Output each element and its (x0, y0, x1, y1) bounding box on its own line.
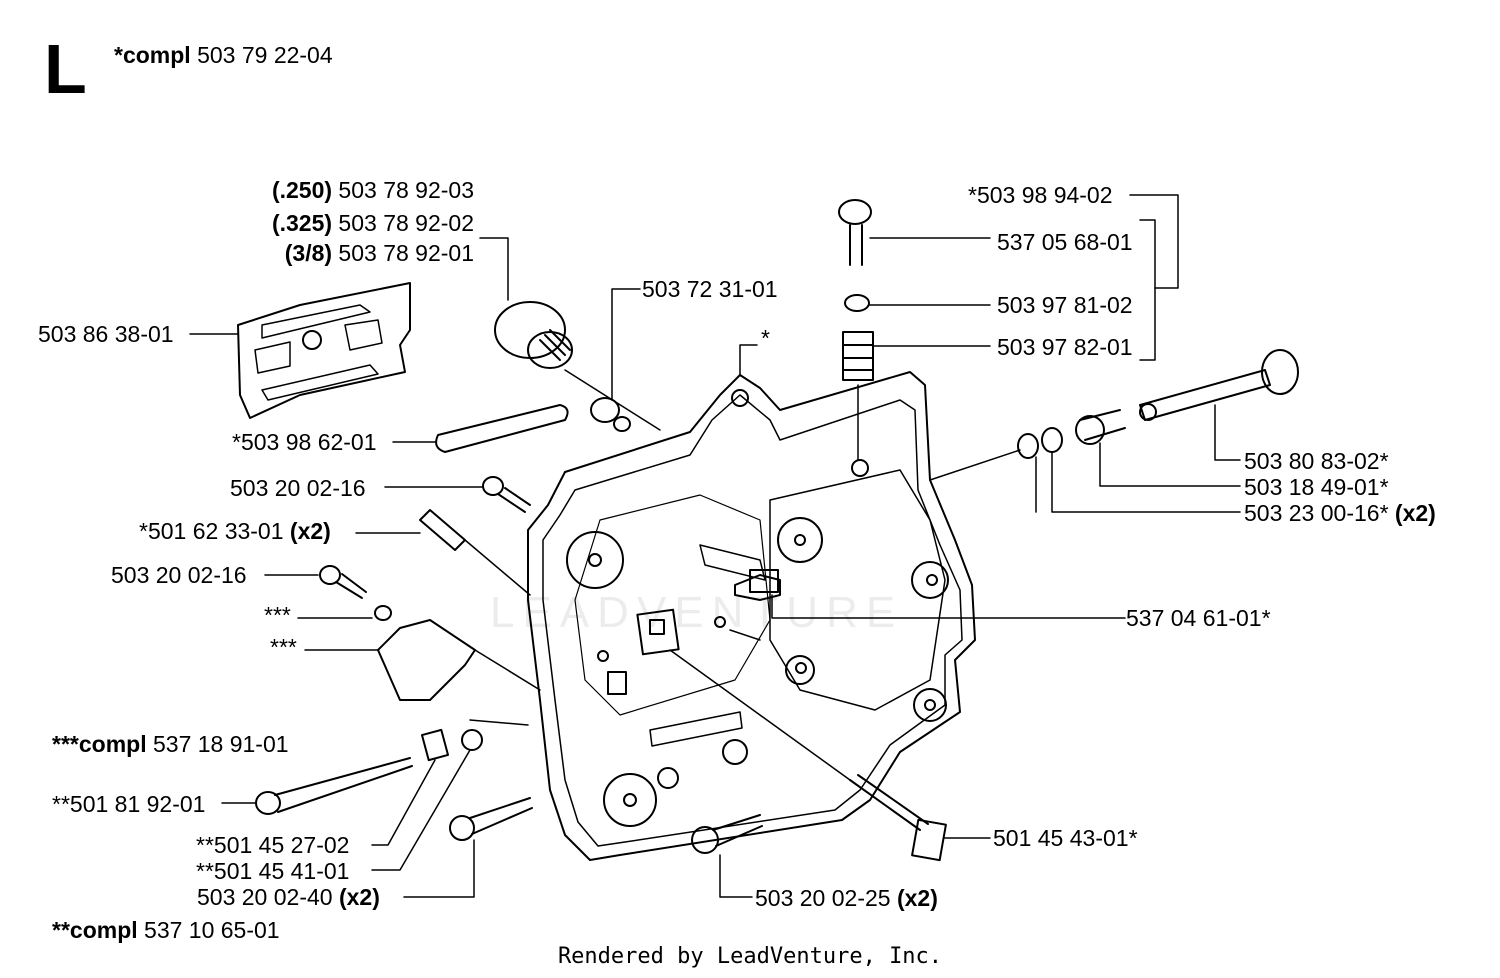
sleeve (419, 509, 466, 551)
part-label-503808302[interactable]: 503 80 83-02* (1244, 448, 1389, 474)
compl-label-537189101[interactable]: ***compl 537 18 91-01 (52, 731, 289, 757)
part-label-503230016[interactable]: 503 23 00-16* (x2) (1244, 500, 1436, 526)
part-label-503978102[interactable]: 503 97 81-02 (997, 292, 1133, 318)
screw-brake (849, 774, 947, 862)
part-label-503978201[interactable]: 503 97 82-01 (997, 334, 1133, 360)
oil-plug (494, 301, 573, 369)
screw-25 (691, 814, 763, 854)
part-label-503989402[interactable]: *503 98 94-02 (968, 182, 1113, 208)
part-label-star[interactable]: * (761, 325, 770, 351)
part-label-503200240[interactable]: 503 20 02-40 (x2) (197, 884, 380, 910)
screw-40 (449, 797, 533, 841)
nut (374, 605, 392, 621)
part-label-501623301[interactable]: *501 62 33-01 (x2) (139, 518, 331, 544)
part-label-537056801[interactable]: 537 05 68-01 (997, 229, 1133, 255)
part-label-503200216-upper[interactable]: 503 20 02-16 (230, 475, 366, 501)
clutch-cover (527, 371, 976, 861)
screw-upper (482, 476, 531, 513)
part-label-503184901[interactable]: 503 18 49-01* (1244, 474, 1389, 500)
chain-catcher (377, 619, 476, 701)
adjust-screw (255, 757, 413, 815)
compl-label-537106501[interactable]: **compl 537 10 65-01 (52, 917, 280, 943)
part-label-501819201[interactable]: **501 81 92-01 (52, 791, 206, 817)
pump-screw (838, 199, 874, 381)
section-compl-label: *compl 503 79 22-04 (114, 42, 333, 68)
part-label-triple-2[interactable]: *** (270, 634, 297, 660)
watermark: LEADVENTURE (490, 588, 904, 637)
part-label-501452702[interactable]: **501 45 27-02 (196, 832, 350, 858)
part-label-503200216-lower[interactable]: 503 20 02-16 (111, 562, 247, 588)
part-label-537046101[interactable]: 537 04 61-01* (1126, 605, 1271, 631)
part-label-503200225[interactable]: 503 20 02-25 (x2) (755, 885, 938, 911)
part-label-501454301[interactable]: 501 45 43-01* (993, 825, 1138, 851)
tensioner-bar (435, 404, 569, 453)
part-label-503986201[interactable]: *503 98 62-01 (232, 429, 377, 455)
part-label-503863801[interactable]: 503 86 38-01 (38, 321, 174, 347)
bushing (590, 397, 631, 432)
oil-pump-shaft (1017, 349, 1299, 459)
leader-lines (189, 194, 1241, 898)
clip (420, 728, 450, 762)
part-label-bar-38[interactable]: (3/8) 503 78 92-01 (284, 240, 474, 266)
screw-lower (319, 565, 367, 599)
pump-fitting (734, 574, 781, 601)
part-label-503723101[interactable]: 503 72 31-01 (642, 276, 778, 302)
adjust-nut (461, 729, 483, 751)
part-label-bar-250[interactable]: (.250) 503 78 92-03 (271, 177, 474, 203)
part-label-triple-1[interactable]: *** (264, 602, 291, 628)
part-label-bar-325[interactable]: (.325) 503 78 92-02 (271, 210, 474, 236)
section-letter: L (44, 30, 87, 108)
part-label-501454101[interactable]: **501 45 41-01 (196, 858, 350, 884)
footer-credit: Rendered by LeadVenture, Inc. (557, 944, 943, 969)
bar-plate (237, 282, 411, 419)
